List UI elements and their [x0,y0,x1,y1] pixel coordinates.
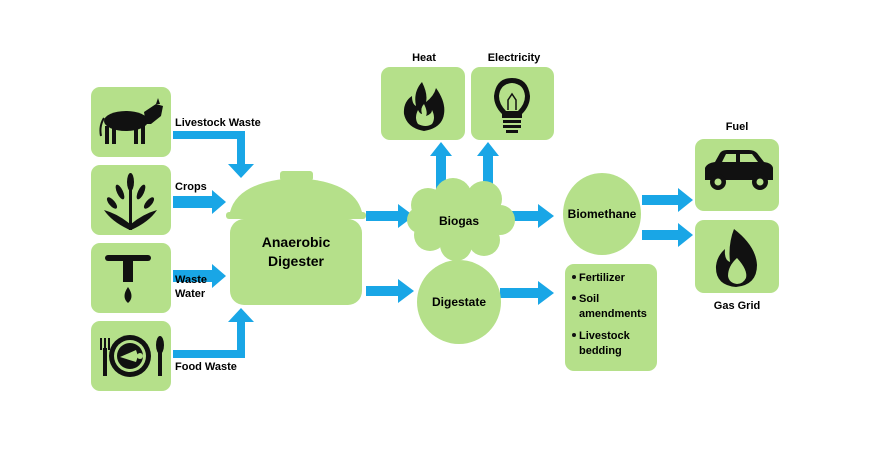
flame-icon [403,82,445,131]
digester-label-line1: Anaerobic [262,234,331,250]
fuel-box [695,139,779,211]
arrow-livestock-to-digester [173,131,254,178]
flow-arrows [173,131,693,358]
heat-label: Heat [412,52,436,64]
input-label-livestock-waste: Livestock Waste [175,117,261,129]
use-fertilizer: Fertilizer [579,272,626,284]
cow-icon [99,98,163,144]
arrow-biogas-to-biomethane [508,204,554,228]
biogas-label: Biogas [439,214,479,228]
arrow-biogas-to-heat [430,142,452,190]
biogas-cloud [407,178,515,261]
anaerobic-digester [226,171,366,305]
input-label-waste-water-2: Water [175,288,206,300]
gas-grid-box [695,220,779,293]
gas-flame-icon [715,229,757,287]
arrow-crops-to-digester [173,190,226,214]
input-food-waste [91,321,171,391]
input-label-crops: Crops [175,181,207,193]
car-icon [705,150,773,190]
input-label-food-waste: Food Waste [175,361,237,373]
use-soil-line2: amendments [579,308,647,320]
digestate-label: Digestate [432,295,486,309]
digestate-node [417,260,501,344]
electricity-box [471,67,554,140]
heat-box [381,67,465,140]
arrow-wastewater-to-digester [173,264,226,288]
arrow-biogas-to-electricity [477,142,499,190]
digestate-uses-box [565,264,657,371]
biomethane-node [563,173,641,255]
wheat-icon [104,173,157,230]
electricity-label: Electricity [488,52,541,64]
input-livestock-waste [91,87,171,157]
digestate-uses-list: Fertilizer Soil amendments Livestock bed… [572,272,647,357]
use-soil-line1: Soil [579,293,599,305]
biomethane-label: Biomethane [568,207,637,221]
arrow-digester-to-biogas [366,204,414,228]
input-waste-water [91,243,171,313]
gas-grid-label: Gas Grid [714,300,760,312]
input-crops [91,165,171,235]
arrow-digestate-to-uses [500,281,554,305]
input-label-waste-water-1: Waste [175,274,207,286]
arrow-digester-to-digestate [366,279,414,303]
fuel-label: Fuel [726,121,749,133]
faucet-icon [105,255,151,303]
use-bedding-line1: Livestock [579,330,631,342]
plate-icon [100,335,164,377]
arrow-biomethane-to-gasgrid [642,223,693,247]
use-bedding-line2: bedding [579,345,622,357]
digester-label-line2: Digester [268,253,325,269]
arrow-foodwaste-to-digester [173,308,254,358]
lightbulb-icon [494,78,530,133]
arrow-biomethane-to-fuel [642,188,693,212]
